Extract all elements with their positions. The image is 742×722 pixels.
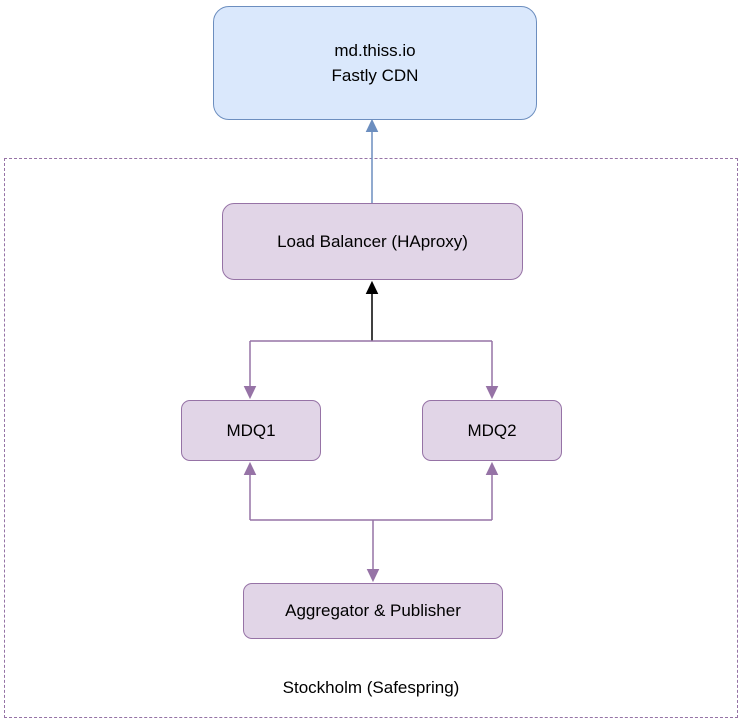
aggregator-label: Aggregator & Publisher xyxy=(285,601,461,621)
aggregator-node: Aggregator & Publisher xyxy=(243,583,503,639)
cdn-label-line1: md.thiss.io xyxy=(334,40,416,60)
mdq1-node: MDQ1 xyxy=(181,400,321,461)
stockholm-region-label: Stockholm (Safespring) xyxy=(282,678,460,697)
mdq1-label: MDQ1 xyxy=(226,420,276,440)
mdq2-label: MDQ2 xyxy=(467,420,517,440)
load-balancer-node: Load Balancer (HAproxy) xyxy=(222,203,523,280)
cdn-node: md.thiss.io Fastly CDN xyxy=(213,6,537,120)
cdn-label-line2: Fastly CDN xyxy=(331,66,419,85)
mdq2-node: MDQ2 xyxy=(422,400,562,461)
load-balancer-label: Load Balancer (HAproxy) xyxy=(277,231,468,251)
stockholm-region-boundary xyxy=(4,158,738,718)
